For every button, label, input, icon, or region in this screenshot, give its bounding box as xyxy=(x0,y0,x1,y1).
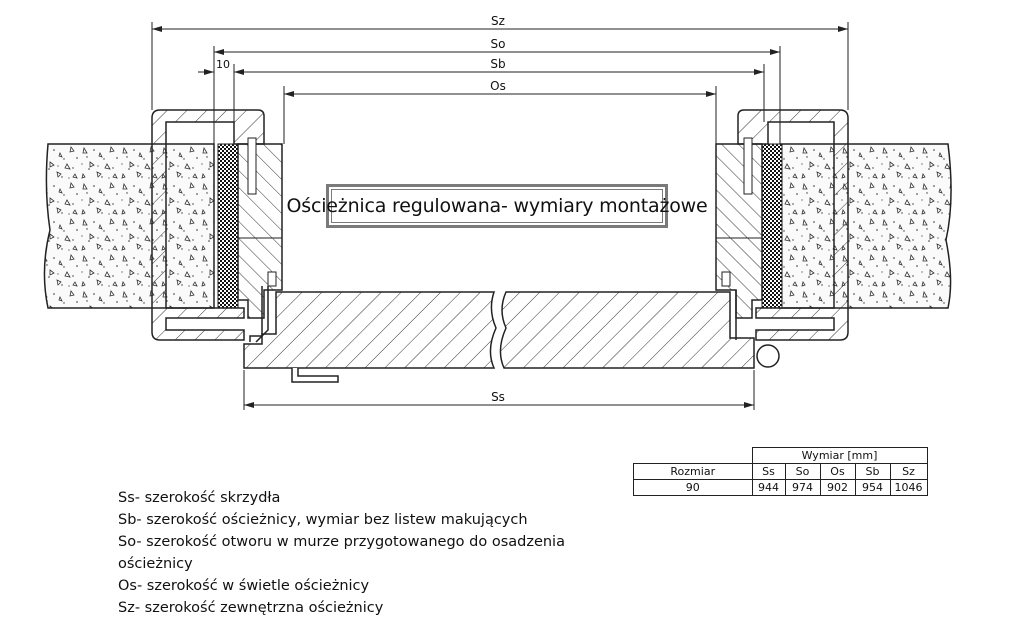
dim-label-sz: Sz xyxy=(491,14,505,28)
table-cell-sb: 954 xyxy=(854,479,891,496)
table-col-so: So xyxy=(784,463,821,480)
door-handle xyxy=(291,368,339,383)
legend: Ss- szerokość skrzydła Sb- szerokość ośc… xyxy=(118,487,565,619)
table-group-header: Wymiar [mm] xyxy=(751,447,928,464)
dim-label-ss: Ss xyxy=(491,390,505,404)
table-cell-ss: 944 xyxy=(751,479,786,496)
table-col-os: Os xyxy=(819,463,856,480)
table-cell-sz: 1046 xyxy=(889,479,928,496)
table-corner xyxy=(633,447,753,464)
insulation-left xyxy=(217,143,239,309)
table-row-header: Rozmiar xyxy=(633,463,753,480)
table-cell-os: 902 xyxy=(819,479,856,496)
table-col-sz: Sz xyxy=(889,463,928,480)
legend-line: Sb- szerokość ościeżnicy, wymiar bez lis… xyxy=(118,512,528,528)
door-leaf-left-part xyxy=(243,291,497,369)
door-leaf-right-part xyxy=(499,291,755,369)
dimensions-table: Wymiar [mm] Rozmiar Ss So Os Sb Sz 90 94… xyxy=(633,447,928,496)
diagram-title: Ościeżnica regulowana- wymiary montażowe xyxy=(286,195,708,217)
table-header-group-row: Wymiar [mm] xyxy=(633,447,928,464)
insulation-right xyxy=(761,143,783,309)
legend-line: Ss- szerokość skrzydła xyxy=(118,490,281,506)
legend-line: Sz- szerokość zewnętrzna ościeżnicy xyxy=(118,600,384,616)
table-cell-size: 90 xyxy=(633,479,753,496)
table-col-sb: Sb xyxy=(854,463,891,480)
dim-label-so: So xyxy=(491,37,506,51)
wall-left xyxy=(43,143,215,309)
diagram-title-banner: Ościeżnica regulowana- wymiary montażowe xyxy=(287,184,708,228)
wall-right xyxy=(779,143,952,309)
dim-label-sb: Sb xyxy=(490,57,505,71)
door-frame-section-drawing: Sz So Sb 10 Os Ss xyxy=(43,14,952,410)
table-col-ss: Ss xyxy=(751,463,786,480)
dim-label-os: Os xyxy=(490,79,506,93)
legend-line: Os- szerokość w świetle ościeżnicy xyxy=(118,578,370,594)
door-hinge xyxy=(756,344,780,368)
legend-line: So- szerokość otworu w murze przygotowan… xyxy=(118,534,565,550)
dim-label-offset: 10 xyxy=(216,58,230,71)
table-cell-so: 974 xyxy=(784,479,821,496)
legend-line: ościeżnicy xyxy=(118,556,193,572)
table-header-row: Rozmiar Ss So Os Sb Sz xyxy=(633,463,928,480)
table-row: 90 944 974 902 954 1046 xyxy=(633,479,928,496)
dimension-lines xyxy=(151,22,849,410)
